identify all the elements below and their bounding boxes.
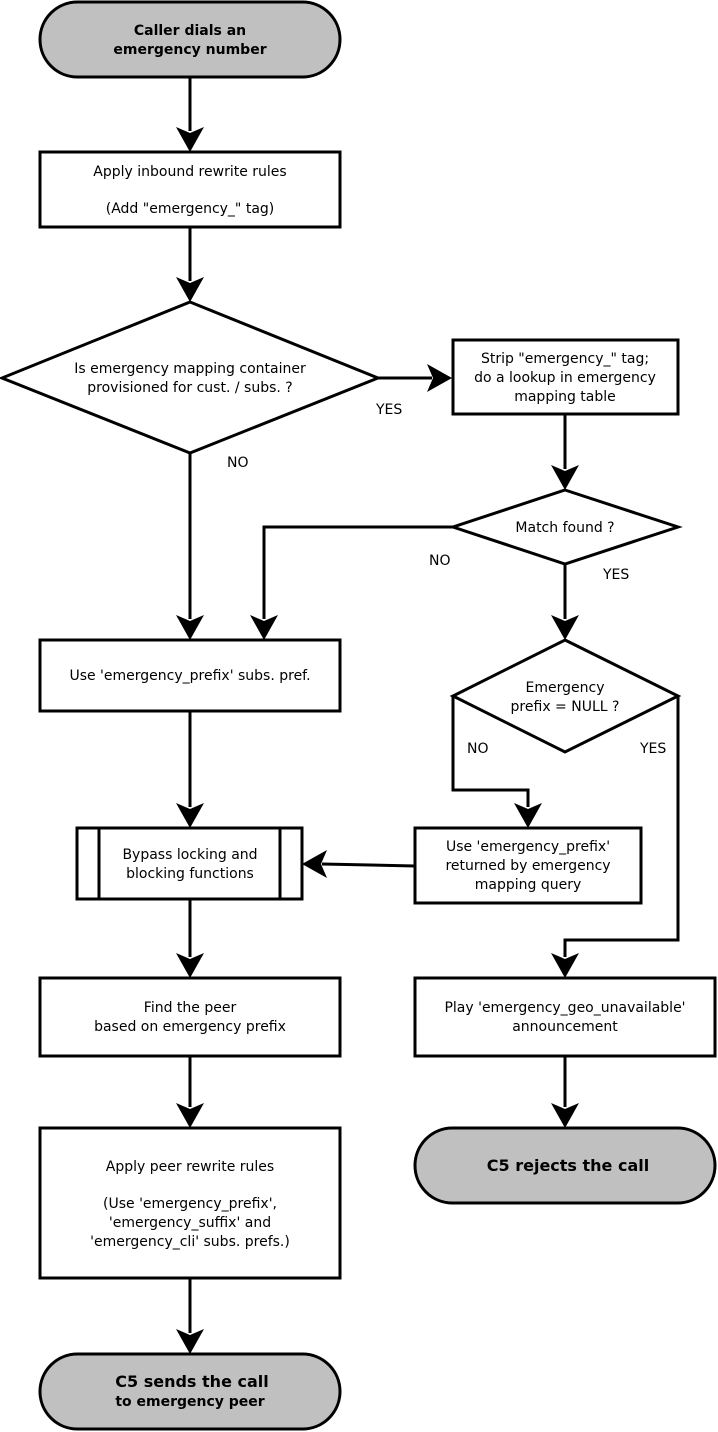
reject-terminator xyxy=(413,1126,717,1205)
bypass-label-line2: blocking functions xyxy=(126,866,254,882)
arrowhead xyxy=(176,1329,204,1354)
arrowhead xyxy=(302,850,327,878)
edge-null-no-to-query xyxy=(451,696,530,807)
null-yes-label: YES xyxy=(639,741,666,757)
arrowhead xyxy=(176,1103,204,1128)
inbound-rewrite-box xyxy=(38,150,342,229)
play-label-line1: Play 'emergency_geo_unavailable' xyxy=(444,1000,685,1016)
edge-match-no-to-useprefix xyxy=(262,525,453,619)
mapping-no-label: NO xyxy=(227,455,249,471)
mapping-decision-diamond xyxy=(0,300,383,455)
null-no-label: NO xyxy=(467,741,489,757)
arrowhead xyxy=(551,953,579,978)
peer-rewrite-label-line1: Apply peer rewrite rules xyxy=(106,1159,274,1175)
send-terminator xyxy=(38,1352,342,1431)
strip-label-line2: do a lookup in emergency xyxy=(474,370,656,386)
play-announcement-box xyxy=(413,976,717,1058)
match-label: Match found ? xyxy=(515,520,614,536)
match-decision-diamond xyxy=(448,488,683,566)
arrowhead xyxy=(176,953,204,978)
start-label-line1: Caller dials an xyxy=(134,23,246,39)
bypass-process-box xyxy=(75,826,304,901)
arrowhead xyxy=(427,364,452,392)
query-label-line3: mapping query xyxy=(475,877,582,893)
peer-rewrite-box xyxy=(38,1126,342,1280)
peer-rewrite-label-line3: (Use 'emergency_prefix', xyxy=(103,1196,277,1212)
edge-null-yes-to-play xyxy=(563,696,680,957)
query-label-line1: Use 'emergency_prefix' xyxy=(446,839,610,855)
mapping-label-line2: provisioned for cust. / subs. ? xyxy=(87,380,292,396)
arrowhead xyxy=(250,615,278,640)
send-label-line1: C5 sends the call xyxy=(115,1372,268,1391)
start-label-line2: emergency number xyxy=(113,42,266,58)
use-prefix-pref-box xyxy=(38,638,342,713)
mapping-yes-label: YES xyxy=(375,402,402,418)
strip-label-line1: Strip "emergency_" tag; xyxy=(481,351,649,367)
bypass-label-line1: Bypass locking and xyxy=(122,847,257,863)
peer-rewrite-label-line5: 'emergency_cli' subs. prefs.) xyxy=(90,1234,290,1250)
play-label-line2: announcement xyxy=(512,1019,618,1035)
edge-labels: YES NO NO YES NO YES xyxy=(227,402,666,757)
arrowhead xyxy=(176,277,204,302)
strip-tag-box xyxy=(451,338,680,416)
peer-rewrite-label-line4: 'emergency_suffix' and xyxy=(109,1215,271,1231)
find-peer-label-line1: Find the peer xyxy=(144,1000,237,1016)
start-terminator xyxy=(38,0,342,79)
arrowhead xyxy=(551,465,579,490)
connectors xyxy=(176,77,680,1354)
null-decision-diamond xyxy=(449,638,682,754)
arrowhead xyxy=(514,803,542,828)
inbound-label-line1: Apply inbound rewrite rules xyxy=(93,164,286,180)
strip-label-line3: mapping table xyxy=(514,389,616,405)
mapping-label-line1: Is emergency mapping container xyxy=(74,361,306,377)
inbound-label-line3: (Add "emergency_" tag) xyxy=(106,201,275,217)
query-label-line2: returned by emergency xyxy=(445,858,610,874)
null-label-line1: Emergency xyxy=(526,680,605,696)
node-labels: Caller dials an emergency number Apply i… xyxy=(69,23,685,1410)
reject-label: C5 rejects the call xyxy=(487,1156,649,1175)
arrowhead xyxy=(551,615,579,640)
arrowhead xyxy=(551,1103,579,1128)
use-prefix-query-box xyxy=(413,826,643,905)
arrowhead xyxy=(176,127,204,152)
match-yes-label: YES xyxy=(602,567,629,583)
send-label-line2: to emergency peer xyxy=(115,1394,264,1410)
use-prefix-pref-label: Use 'emergency_prefix' subs. pref. xyxy=(69,668,310,684)
find-peer-box xyxy=(38,976,342,1058)
find-peer-label-line2: based on emergency prefix xyxy=(94,1019,286,1035)
arrowhead xyxy=(176,615,204,640)
edge-query-to-bypass xyxy=(321,862,416,868)
arrowhead xyxy=(176,803,204,828)
match-no-label: NO xyxy=(429,553,451,569)
null-label-line2: prefix = NULL ? xyxy=(511,699,620,715)
